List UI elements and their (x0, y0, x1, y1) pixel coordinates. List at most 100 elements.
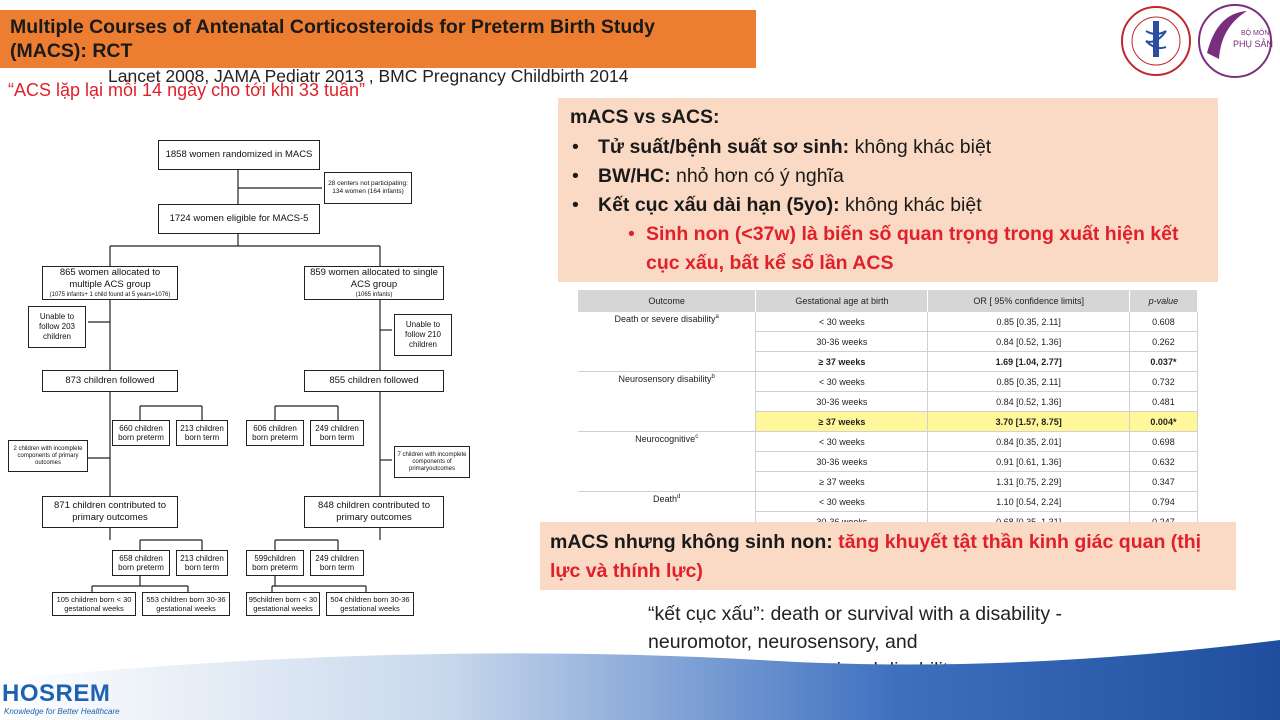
cell-ga: < 30 weeks (755, 431, 929, 452)
citation-text: Lancet 2008, JAMA Pediatr 2013 , BMC Pre… (108, 66, 629, 86)
summary-item-text: không khác biệt (839, 194, 982, 216)
logo-text-main: PHỤ SẢN (1233, 38, 1273, 49)
cell-p: 0.037* (1129, 351, 1199, 372)
summary-list: • Tử suất/bệnh suất sơ sinh: không khác b… (570, 133, 1206, 220)
cell-p: 0.481 (1129, 391, 1199, 412)
box-mid-right: 504 children born 30-36 gestational week… (326, 592, 414, 616)
box-term-left: 213 children born term (176, 420, 228, 446)
cell-or: 3.70 [1.57, 8.75] (927, 411, 1130, 432)
cell-or: 1.69 [1.04, 2.77] (927, 351, 1130, 372)
cell-or: 0.84 [0.52, 1.36] (927, 331, 1130, 352)
quote-text: “ACS lặp lại mỗi 14 ngày cho tới khi 33 … (8, 80, 365, 100)
summary-box: mACS vs sACS: • Tử suất/bệnh suất sơ sinh… (558, 98, 1218, 282)
box-incomplete-right: 7 children with incomplete components of… (394, 446, 470, 478)
summary-item-bold: BW/HC: (598, 165, 671, 187)
box-contrib-left: 871 children contributed to primary outc… (42, 496, 178, 528)
bullet: • (572, 165, 579, 187)
box-single-acs: 859 women allocated to single ACS group(… (304, 266, 444, 300)
summary-item: • Tử suất/bệnh suất sơ sinh: không khác b… (570, 133, 1206, 162)
cell-p: 0.732 (1129, 371, 1199, 392)
box-unable-right: Unable to follow 210 children (394, 314, 452, 356)
summary-sub-item: •Sinh non (<37w) là biến số quan trọng t… (570, 220, 1206, 278)
cell-or: 0.85 [0.35, 2.11] (927, 312, 1130, 332)
cell-or: 0.84 [0.52, 1.36] (927, 391, 1130, 412)
title-banner: Multiple Courses of Antenatal Corticoste… (0, 10, 756, 68)
conclusion-red: tăng khuyết tật thần kinh giác quan (thị… (550, 531, 1202, 582)
department-logo-icon: BỘ MÔN PHỤ SẢN (1198, 4, 1273, 78)
box-preterm-right: 606 children born preterm (246, 420, 304, 446)
bullet: • (572, 194, 579, 216)
summary-heading: mACS vs sACS: (570, 106, 720, 128)
header-ga: Gestational age at birth (755, 290, 929, 312)
slide-title: Multiple Courses of Antenatal Corticoste… (10, 16, 656, 62)
cell-ga: < 30 weeks (755, 371, 929, 392)
cell-or: 1.31 [0.75, 2.29] (927, 471, 1130, 492)
cell-p: 0.794 (1129, 491, 1199, 512)
cell-p: 0.698 (1129, 431, 1199, 452)
hosrem-tagline: Knowledge for Better Healthcare (4, 707, 120, 716)
cell-ga: < 30 weeks (755, 491, 929, 512)
summary-item-bold: Kết cục xấu dài hạn (5yo): (598, 194, 840, 216)
cell-or: 0.85 [0.35, 2.11] (927, 371, 1130, 392)
conclusion-bold: mACS nhưng không sinh non: (550, 531, 839, 553)
cell-p: 0.632 (1129, 451, 1199, 472)
cell-outcome: Death or severe disabilitya (578, 312, 757, 372)
macs-flowchart: 1858 women randomized in MACS 28 centers… (0, 130, 470, 630)
flowchart-connectors (88, 170, 392, 592)
cell-ga: ≥ 37 weeks (755, 351, 929, 372)
cell-p: 0.608 (1129, 312, 1199, 332)
footer-wave (0, 640, 1280, 720)
summary-item: • Kết cục xấu dài hạn (5yo): không khác b… (570, 191, 1206, 220)
box-incomplete-left: 2 children with incomplete components of… (8, 440, 88, 472)
box-preterm-left: 660 children born preterm (112, 420, 170, 446)
cell-outcome: Neurocognitivec (578, 431, 757, 492)
summary-item-text: không khác biệt (849, 136, 992, 158)
cell-ga: ≥ 37 weeks (755, 411, 929, 432)
summary-sub-text: Sinh non (<37w) là biến số quan trọng tr… (646, 223, 1179, 274)
conclusion-box: mACS nhưng không sinh non: tăng khuyết t… (540, 522, 1236, 590)
cell-p: 0.347 (1129, 471, 1199, 492)
box-unable-left: Unable to follow 203 children (28, 306, 86, 348)
box-preterm2-right: 599children born preterm (246, 550, 304, 576)
logo-text-top: BỘ MÔN (1241, 28, 1269, 37)
header-p: p-value (1129, 290, 1199, 312)
box-lt30-left: 105 children born < 30 gestational weeks (52, 592, 136, 616)
results-table: Outcome Gestational age at birth OR [ 95… (578, 290, 1199, 532)
box-eligible: 1724 women eligible for MACS-5 (158, 204, 320, 234)
box-single-note: (1065 infants) (355, 292, 393, 298)
summary-item: •BW/HC: nhỏ hơn có ý nghĩa (570, 162, 1206, 191)
cell-or: 0.84 [0.35, 2.01] (927, 431, 1130, 452)
cell-ga: 30-36 weeks (755, 391, 929, 412)
cell-ga: < 30 weeks (755, 312, 929, 332)
cell-p: 0.262 (1129, 331, 1199, 352)
box-lt30-right: 95children born < 30 gestational weeks (246, 592, 320, 616)
box-followed-right: 855 children followed (304, 370, 444, 392)
cell-p: 0.004* (1129, 411, 1199, 432)
box-term2-right: 249 children born term (310, 550, 364, 576)
box-mid-left: 553 children born 30-36 gestational week… (142, 592, 230, 616)
table-header-row: Outcome Gestational age at birth OR [ 95… (578, 290, 1199, 312)
box-multiple-note: (1075 infants+ 1 child found at 5 years=… (49, 292, 171, 298)
cell-outcome: Neurosensory disabilityb (578, 371, 757, 432)
university-seal-icon (1121, 6, 1191, 76)
cell-ga: ≥ 37 weeks (755, 471, 929, 492)
cell-or: 0.91 [0.61, 1.36] (927, 451, 1130, 472)
summary-item-bold: Tử suất/bệnh suất sơ sinh: (598, 136, 850, 158)
hosrem-logo-text: HOSREM (2, 680, 111, 707)
cell-ga: 30-36 weeks (755, 331, 929, 352)
bullet: • (572, 136, 579, 158)
box-contrib-right: 848 children contributed to primary outc… (304, 496, 444, 528)
header-outcome: Outcome (578, 290, 757, 312)
header-or: OR [ 95% confidence limits] (927, 290, 1130, 312)
box-not-participating: 28 centers not participating: 134 women … (324, 172, 412, 204)
box-multiple-acs: 865 women allocated to multiple ACS grou… (42, 266, 178, 300)
